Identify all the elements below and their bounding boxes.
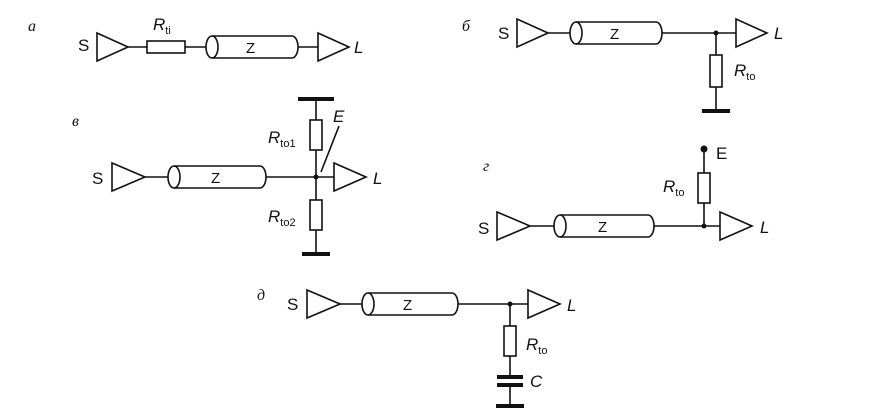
panel-a: а S Rti Z L xyxy=(28,15,363,63)
panel-v-supply-label: E xyxy=(333,107,345,126)
panel-g-supply-label: E xyxy=(716,144,727,163)
panel-d: д S Z L Rto C xyxy=(257,287,576,408)
panel-v-resistor1-label: Rto1 xyxy=(268,128,296,150)
panel-d-capacitor xyxy=(497,375,523,387)
panel-g-source-label: S xyxy=(478,219,489,238)
panel-b-resistor-label: Rto xyxy=(734,61,755,83)
panel-d-transmission-line: Z xyxy=(361,292,459,316)
panel-g: г S Z L E Rto xyxy=(478,144,769,242)
panel-b-source-label: S xyxy=(498,24,509,43)
panel-g-resistor-label: Rto xyxy=(663,177,684,199)
panel-g-supply-terminal xyxy=(700,145,708,153)
panel-d-letter: д xyxy=(257,287,265,304)
panel-d-line-label: Z xyxy=(403,297,412,314)
panel-v-pulldown-resistor xyxy=(309,199,323,231)
panel-b-letter: б xyxy=(462,18,471,35)
panel-b-load-buffer xyxy=(735,17,769,49)
panel-b-termination-resistor xyxy=(709,54,723,88)
panel-a-source-label: S xyxy=(78,36,89,55)
panel-g-load-buffer xyxy=(719,210,754,242)
panel-g-pullup-resistor xyxy=(697,172,711,204)
panel-v-load-label: L xyxy=(373,169,382,188)
panel-v-pullup-resistor xyxy=(309,119,323,151)
panel-g-source-buffer xyxy=(496,210,533,242)
panel-d-load-buffer xyxy=(527,288,562,320)
panel-v-transmission-line: Z xyxy=(167,165,267,189)
panel-a-transmission-line: Z xyxy=(205,35,299,59)
panel-v: в S Z L Rto1 E Rto2 xyxy=(72,97,382,256)
panel-v-resistor2-label: Rto2 xyxy=(268,207,296,229)
panel-d-load-label: L xyxy=(567,296,576,315)
panel-d-termination-resistor xyxy=(503,325,517,357)
panel-v-supply-pointer xyxy=(320,125,340,173)
panel-a-resistor-label: Rti xyxy=(153,15,171,37)
panel-g-transmission-line: Z xyxy=(553,214,655,238)
panel-d-source-label: S xyxy=(287,295,298,314)
panel-d-source-buffer xyxy=(306,288,343,320)
panel-b-transmission-line: Z xyxy=(569,21,663,45)
panel-a-series-resistor xyxy=(146,40,186,54)
panel-v-letter: в xyxy=(72,113,79,130)
panel-g-letter: г xyxy=(483,158,489,175)
panel-a-load-label: L xyxy=(354,38,363,57)
panel-v-line-label: Z xyxy=(211,170,220,187)
panel-g-load-label: L xyxy=(760,218,769,237)
panel-v-source-buffer xyxy=(111,161,148,193)
panel-d-resistor-label: Rto xyxy=(526,335,547,357)
panel-a-load-buffer xyxy=(317,31,351,63)
panel-b-line-label: Z xyxy=(610,26,619,43)
panel-b-load-label: L xyxy=(774,24,783,43)
panel-v-load-buffer xyxy=(333,161,368,193)
panel-b: б S Z L Rto xyxy=(462,17,783,113)
panel-b-source-buffer xyxy=(516,17,550,49)
panel-a-line-label: Z xyxy=(246,40,255,57)
panel-a-source-buffer xyxy=(96,31,130,63)
panel-g-line-label: Z xyxy=(598,219,607,236)
panel-a-letter: а xyxy=(28,18,36,35)
panel-v-source-label: S xyxy=(92,169,103,188)
panel-d-capacitor-label: C xyxy=(530,372,543,391)
